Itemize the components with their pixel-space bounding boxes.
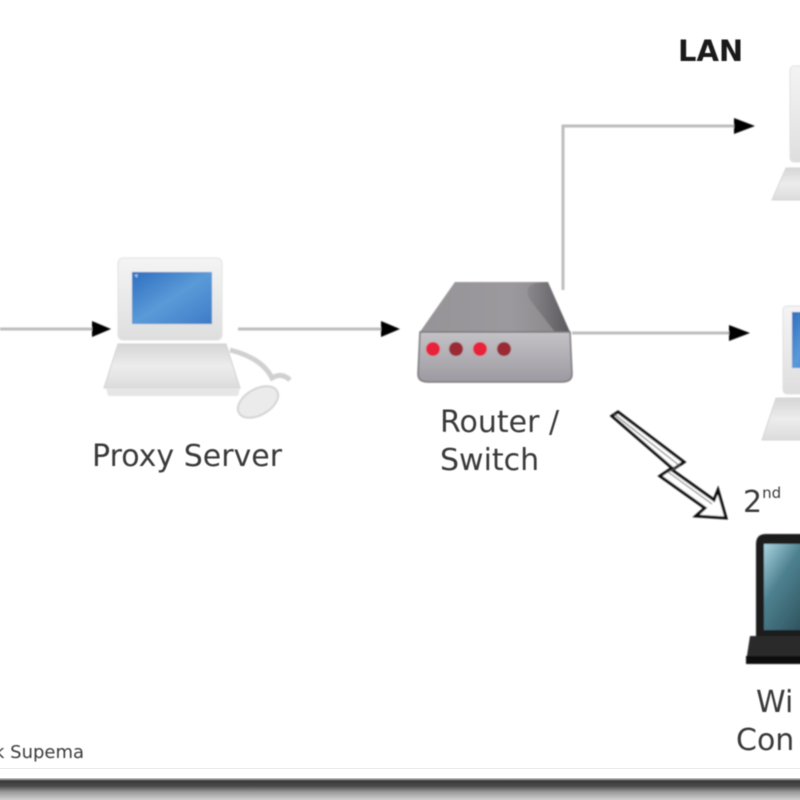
router-label-line-2: Switch — [440, 443, 540, 478]
arrowhead-icon — [381, 321, 400, 337]
lan-pc-2-computer-icon — [761, 305, 800, 441]
lan-group-label: LAN — [678, 34, 744, 68]
bottom-frame-bar — [0, 778, 800, 800]
wireless-laptop-icon — [746, 534, 800, 664]
wireless-link-label-base: 2 — [743, 485, 763, 520]
bottom-divider — [0, 768, 800, 769]
router-label-line-1: Router / — [440, 405, 560, 440]
image-credit: k Supema — [0, 742, 85, 763]
router-switch-icon — [417, 282, 573, 383]
wireless-lightning-arrow-icon — [609, 410, 729, 520]
arrowhead-icon — [92, 321, 111, 337]
router-led-2 — [449, 342, 463, 356]
router-switch-label: Router / Switch — [440, 404, 559, 480]
wireless-link-label: 2nd — [743, 474, 781, 522]
proxy-server-label: Proxy Server — [92, 439, 283, 474]
wireless-label-line-2: Con — [736, 723, 795, 758]
arrowhead-icon — [734, 118, 755, 134]
wireless-label-line-1: Wi — [756, 685, 794, 720]
router-led-1 — [426, 342, 440, 356]
lan-pc-1-computer-icon — [771, 65, 800, 201]
proxy-server-computer-icon — [103, 257, 292, 419]
router-led-3 — [473, 342, 487, 356]
wireless-connection-label: Wi Con — [736, 684, 794, 760]
router-led-4 — [497, 342, 511, 356]
arrowhead-icon — [729, 325, 750, 341]
wireless-link-label-superscript: nd — [762, 484, 782, 502]
edge-router-to-lan-pc-1 — [561, 124, 738, 290]
